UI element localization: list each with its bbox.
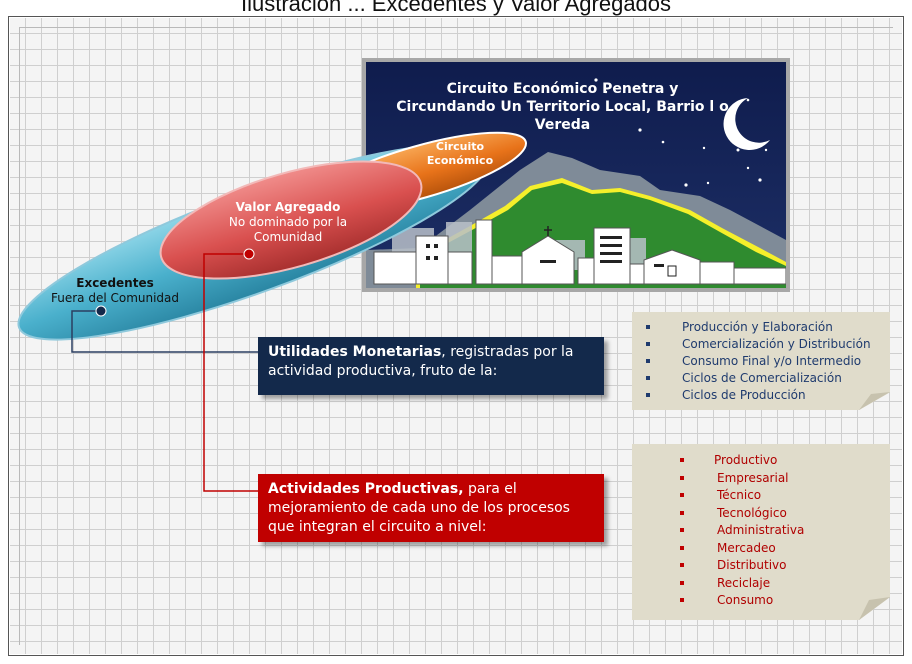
utilidades-box: Utilidades Monetarias, registradas por l… [258, 337, 604, 395]
moon-icon [723, 98, 770, 150]
productive-item: Administrativa [680, 522, 890, 540]
monetary-item: Ciclos de Comercialización [646, 370, 890, 387]
valor-agregado-dot [243, 248, 255, 260]
excedentes-dot [95, 305, 107, 317]
valor-agregado-label: Valor Agregado No dominado por la Comuni… [218, 200, 358, 245]
utilidades-text: , registradas por la actividad productiv… [268, 344, 574, 379]
productive-item: Consumo [680, 592, 890, 610]
productive-item: Mercadeo [680, 540, 890, 558]
excedentes-subtitle: Fuera del Comunidad [50, 291, 180, 305]
circuito-line-1: Circuito [435, 140, 485, 153]
excedentes-label: Excedentes Fuera del Comunidad [40, 276, 190, 306]
valor-agregado-title: Valor Agregado [235, 200, 341, 214]
valor-agregado-oval [159, 160, 423, 280]
connector-utilidades [71, 310, 265, 353]
actividades-title: Actividades Productivas, [268, 481, 464, 497]
utilidades-title: Utilidades Monetarias [268, 344, 442, 360]
productive-item: Productivo [680, 452, 890, 470]
monetary-list: Producción y Elaboración Comercializació… [646, 319, 890, 404]
productive-note: Productivo Empresarial Técnico Tecnológi… [632, 444, 890, 620]
monetary-note-fold [859, 392, 890, 410]
productive-item: Empresarial [680, 470, 890, 488]
circuito-label: Circuito Económico [420, 140, 500, 168]
stars [594, 78, 768, 187]
productive-item: Tecnológico [680, 505, 890, 523]
productive-list: Productivo Empresarial Técnico Tecnológi… [680, 452, 890, 610]
monetary-item: Comercialización y Distribución [646, 336, 890, 353]
excedentes-title: Excedentes [76, 276, 154, 290]
scene-title-line-1: Circuito Económico Penetra y [446, 81, 679, 97]
scene-title-line-3: Vereda [534, 117, 591, 133]
scene-title-line-2: Circundando Un Territorio Local, Barrio … [396, 99, 729, 115]
actividades-box: Actividades Productivas, para el mejoram… [258, 474, 604, 542]
productive-note-fold [859, 597, 890, 620]
productive-item: Técnico [680, 487, 890, 505]
actividades-text: para el mejoramiento de cada uno de los … [268, 481, 570, 535]
monetary-item: Producción y Elaboración [646, 319, 890, 336]
productive-item: Distributivo [680, 557, 890, 575]
valor-agregado-line-2: Comunidad [253, 230, 323, 244]
circuito-line-2: Económico [426, 154, 494, 167]
productive-item: Reciclaje [680, 575, 890, 593]
figure-caption: Ilustración ... Excedentes y Valor Agreg… [240, 0, 672, 16]
valor-agregado-line-1: No dominado por la [228, 215, 348, 229]
monetary-item: Ciclos de Producción [646, 387, 890, 404]
monetary-item: Consumo Final y/o Intermedio [646, 353, 890, 370]
connector-actividades [203, 253, 258, 492]
monetary-note: Producción y Elaboración Comercializació… [632, 312, 890, 410]
scene-title: Circuito Económico Penetra y Circundando… [395, 80, 730, 134]
